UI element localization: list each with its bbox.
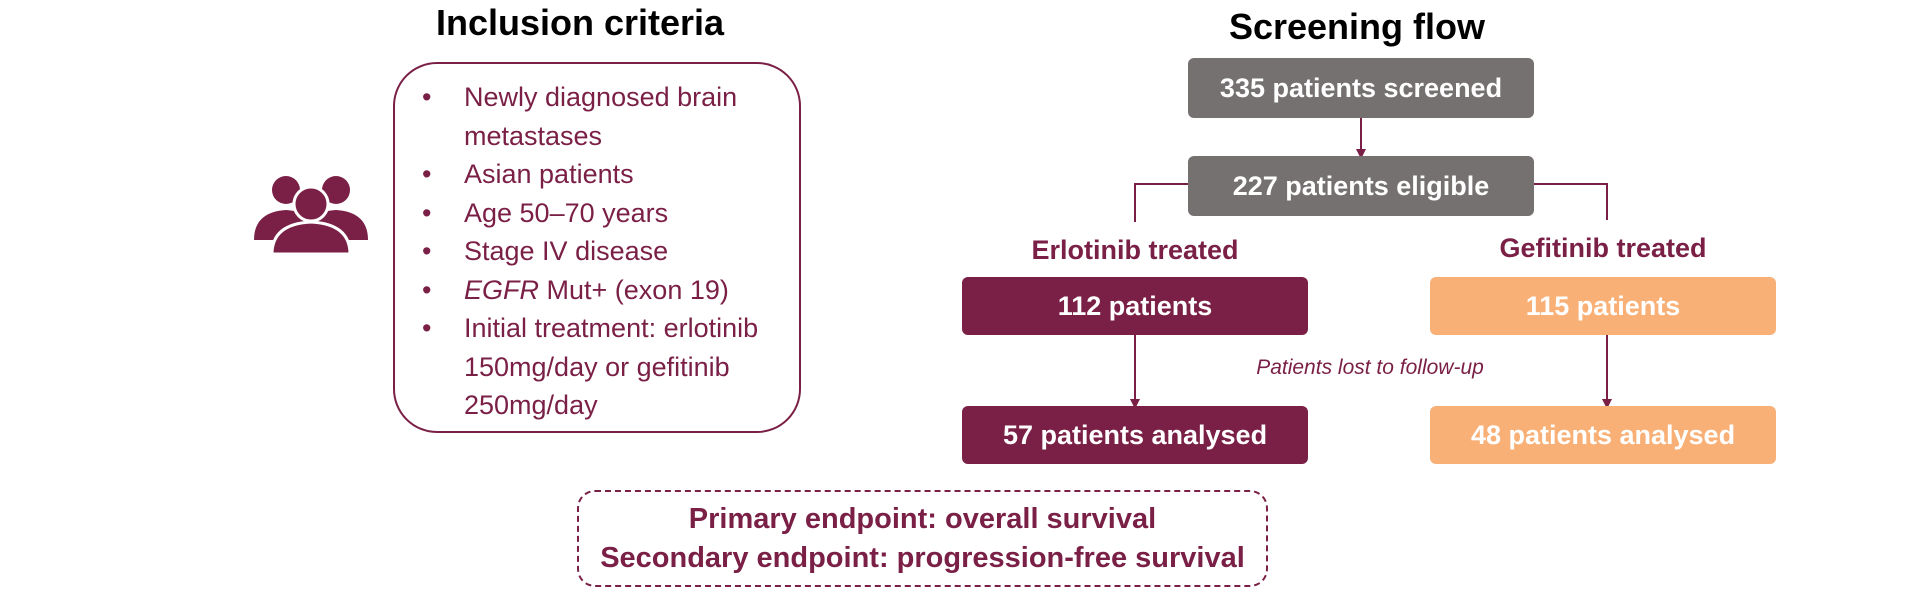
criterion-egfr-mutation: EGFR Mut+ (exon 19) [422,271,792,310]
criterion-stage-iv: Stage IV disease [422,232,792,271]
screening-flow-title: Screening flow [1228,6,1486,47]
criterion-asian-patients: Asian patients [422,155,792,194]
criterion-initial-treatment: Initial treatment: erlotinib 150mg/day o… [422,309,792,425]
egfr-gene-name: EGFR [464,274,540,305]
erlotinib-arm-label: Erlotinib treated [1031,235,1239,265]
criterion-age-range: Age 50–70 years [422,194,792,233]
patients-eligible-label: 227 patients eligible [1232,170,1490,201]
gefitinib-analysed-count: 48 patients analysed [1470,419,1736,450]
inclusion-criteria-title: Inclusion criteria [435,2,725,43]
gefitinib-treated-count: 115 patients [1525,290,1681,321]
people-group-icon [254,176,368,254]
egfr-mutation-detail: Mut+ (exon 19) [539,274,729,305]
erlotinib-analysed-box: 57 patients analysed [962,406,1308,464]
endpoints-box: Primary endpoint: overall survival Secon… [577,490,1268,587]
inclusion-criteria-box [393,62,801,433]
gefitinib-treated-box: 115 patients [1430,277,1776,335]
erlotinib-treated-count: 112 patients [1057,290,1213,321]
branch-to-gefitinib [1534,183,1608,220]
erlotinib-treated-box: 112 patients [962,277,1308,335]
secondary-endpoint: Secondary endpoint: progression-free sur… [600,541,1245,574]
gefitinib-arm-label: Gefitinib treated [1499,233,1707,263]
lost-to-follow-up-label: Patients lost to follow-up [1256,356,1484,379]
branch-to-erlotinib [1134,183,1188,222]
inclusion-criteria-list: Newly diagnosed brain metastases Asian p… [422,78,792,425]
patients-screened-label: 335 patients screened [1219,72,1503,103]
patients-eligible-box: 227 patients eligible [1188,156,1534,216]
primary-endpoint: Primary endpoint: overall survival [688,502,1157,535]
criterion-brain-metastases: Newly diagnosed brain metastases [422,78,792,155]
gefitinib-analysed-box: 48 patients analysed [1430,406,1776,464]
patients-screened-box: 335 patients screened [1188,58,1534,118]
erlotinib-analysed-count: 57 patients analysed [1002,419,1268,450]
